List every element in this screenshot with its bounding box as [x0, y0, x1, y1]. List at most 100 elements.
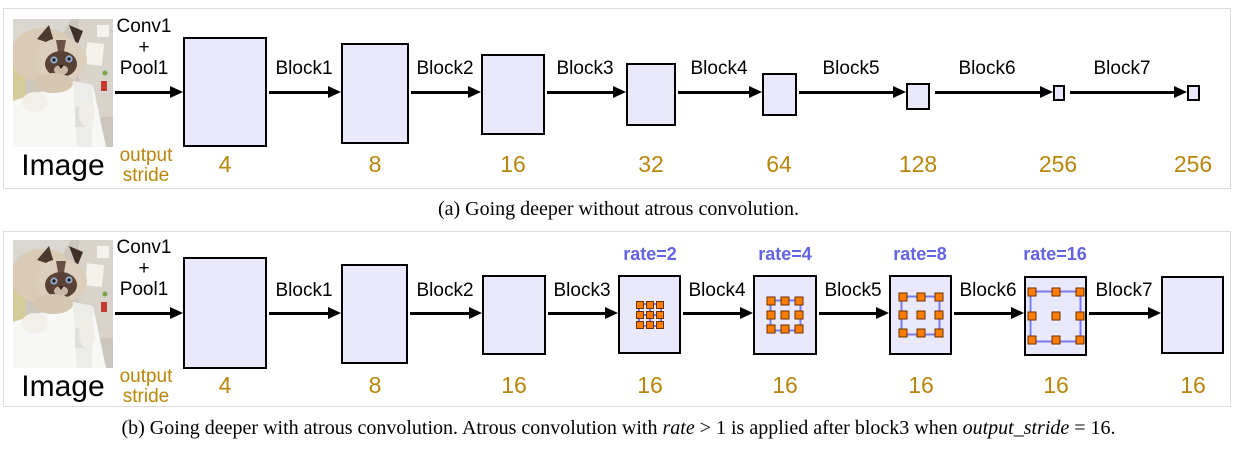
flow-arrow: [819, 312, 876, 315]
stride-value: 4: [218, 151, 232, 177]
atrous-dot: [635, 300, 644, 309]
atrous-dot: [780, 296, 790, 306]
feature-box-a8: [1187, 85, 1200, 101]
feature-box-a6: [906, 83, 930, 110]
atrous-dot: [898, 328, 907, 338]
flow-arrow: [954, 312, 1011, 315]
flow-arrow: [799, 91, 893, 94]
block-label: Block1: [275, 58, 333, 79]
atrous-dot: [794, 324, 804, 334]
output-stride-label: output stride: [119, 366, 173, 407]
stride-value: 16: [637, 372, 663, 398]
atrous-dot: [635, 320, 644, 329]
caption-a: (a) Going deeper without atrous convolut…: [437, 198, 800, 220]
stride-value: 8: [368, 151, 382, 177]
stride-value: 8: [368, 372, 382, 398]
stride-value: 16: [1180, 372, 1206, 398]
feature-box-a4: [626, 63, 676, 126]
block-label: Block5: [822, 58, 880, 79]
feature-box-b1: [183, 257, 267, 369]
flow-arrow: [410, 312, 469, 315]
atrous-dot: [1051, 287, 1060, 297]
caption-b-pre: (b) Going deeper with atrous convolution…: [121, 417, 663, 439]
image-label: Image: [21, 370, 105, 403]
atrous-dot: [1027, 335, 1036, 345]
atrous-dot: [934, 310, 943, 320]
flow-arrow: [547, 91, 613, 94]
image-label: Image: [21, 149, 105, 182]
stride-value: 16: [1043, 372, 1069, 398]
atrous-dot: [1027, 287, 1036, 297]
atrous-dot: [766, 296, 776, 306]
atrous-dot: [934, 328, 943, 338]
caption-b-post: = 16.: [1069, 417, 1116, 439]
conv-pool-label: Conv1 + Pool1: [116, 237, 172, 300]
feature-box-a2: [341, 43, 409, 144]
atrous-dot: [916, 310, 925, 320]
atrous-dot: [780, 324, 790, 334]
stride-value: 4: [218, 372, 232, 398]
block-label: Block2: [416, 58, 474, 79]
cat-photo: [13, 19, 113, 147]
block-label: Block3: [556, 58, 614, 79]
flow-arrow: [935, 91, 1040, 94]
atrous-dot: [645, 300, 654, 309]
atrous-dot: [916, 292, 925, 302]
atrous-dot: [1075, 287, 1084, 297]
stride-value: 128: [898, 151, 938, 177]
stride-value: 256: [1173, 151, 1213, 177]
block-label: Block3: [553, 280, 611, 301]
rate-label: rate=2: [623, 244, 677, 264]
block-label: Block1: [275, 280, 333, 301]
stride-value: 32: [638, 151, 664, 177]
atrous-dot: [898, 292, 907, 302]
flow-arrow: [269, 312, 328, 315]
atrous-dot: [1027, 311, 1036, 321]
flow-arrow: [1089, 312, 1148, 315]
atrous-dot: [635, 310, 644, 319]
block-label: Block7: [1093, 58, 1151, 79]
flow-arrow: [269, 91, 328, 94]
atrous-dot: [1075, 311, 1084, 321]
block-label: Block4: [690, 58, 748, 79]
flow-arrow: [1070, 91, 1174, 94]
atrous-box-rate2: [618, 275, 681, 354]
atrous-dot: [655, 320, 664, 329]
caption-b-mid: > 1 is applied after block3 when: [694, 417, 963, 439]
atrous-dot: [934, 292, 943, 302]
atrous-dot: [794, 310, 804, 320]
feature-box-a1: [183, 37, 267, 147]
block-label: Block2: [416, 280, 474, 301]
feature-box-a5: [762, 73, 797, 116]
cat-photo: [13, 240, 113, 368]
atrous-box-rate4: [753, 275, 817, 355]
atrous-pattern: [766, 296, 804, 334]
feature-box-a7: [1053, 85, 1065, 101]
atrous-dot: [655, 300, 664, 309]
rate-label: rate=16: [1023, 244, 1087, 264]
atrous-dot: [1051, 311, 1060, 321]
caption-b-rate-word: rate: [662, 417, 695, 439]
caption-b-os-word: output_stride: [962, 417, 1070, 439]
stride-value: 64: [766, 151, 792, 177]
flow-arrow: [115, 91, 170, 94]
stride-value: 256: [1038, 151, 1078, 177]
block-label: Block7: [1095, 280, 1153, 301]
atrous-dot: [794, 296, 804, 306]
stride-value: 16: [772, 372, 798, 398]
atrous-dot: [645, 310, 654, 319]
atrous-dot: [655, 310, 664, 319]
feature-box-b3: [482, 275, 546, 355]
atrous-box-rate8: [889, 275, 952, 355]
atrous-pattern: [898, 292, 943, 338]
atrous-dot: [766, 310, 776, 320]
atrous-dot: [780, 310, 790, 320]
block-label: Block6: [959, 280, 1017, 301]
stride-value: 16: [500, 151, 526, 177]
stride-value: 16: [908, 372, 934, 398]
atrous-dot: [1075, 335, 1084, 345]
caption-b: (b) Going deeper with atrous convolution…: [0, 417, 1237, 440]
flow-arrow: [683, 312, 740, 315]
stride-value: 16: [501, 372, 527, 398]
